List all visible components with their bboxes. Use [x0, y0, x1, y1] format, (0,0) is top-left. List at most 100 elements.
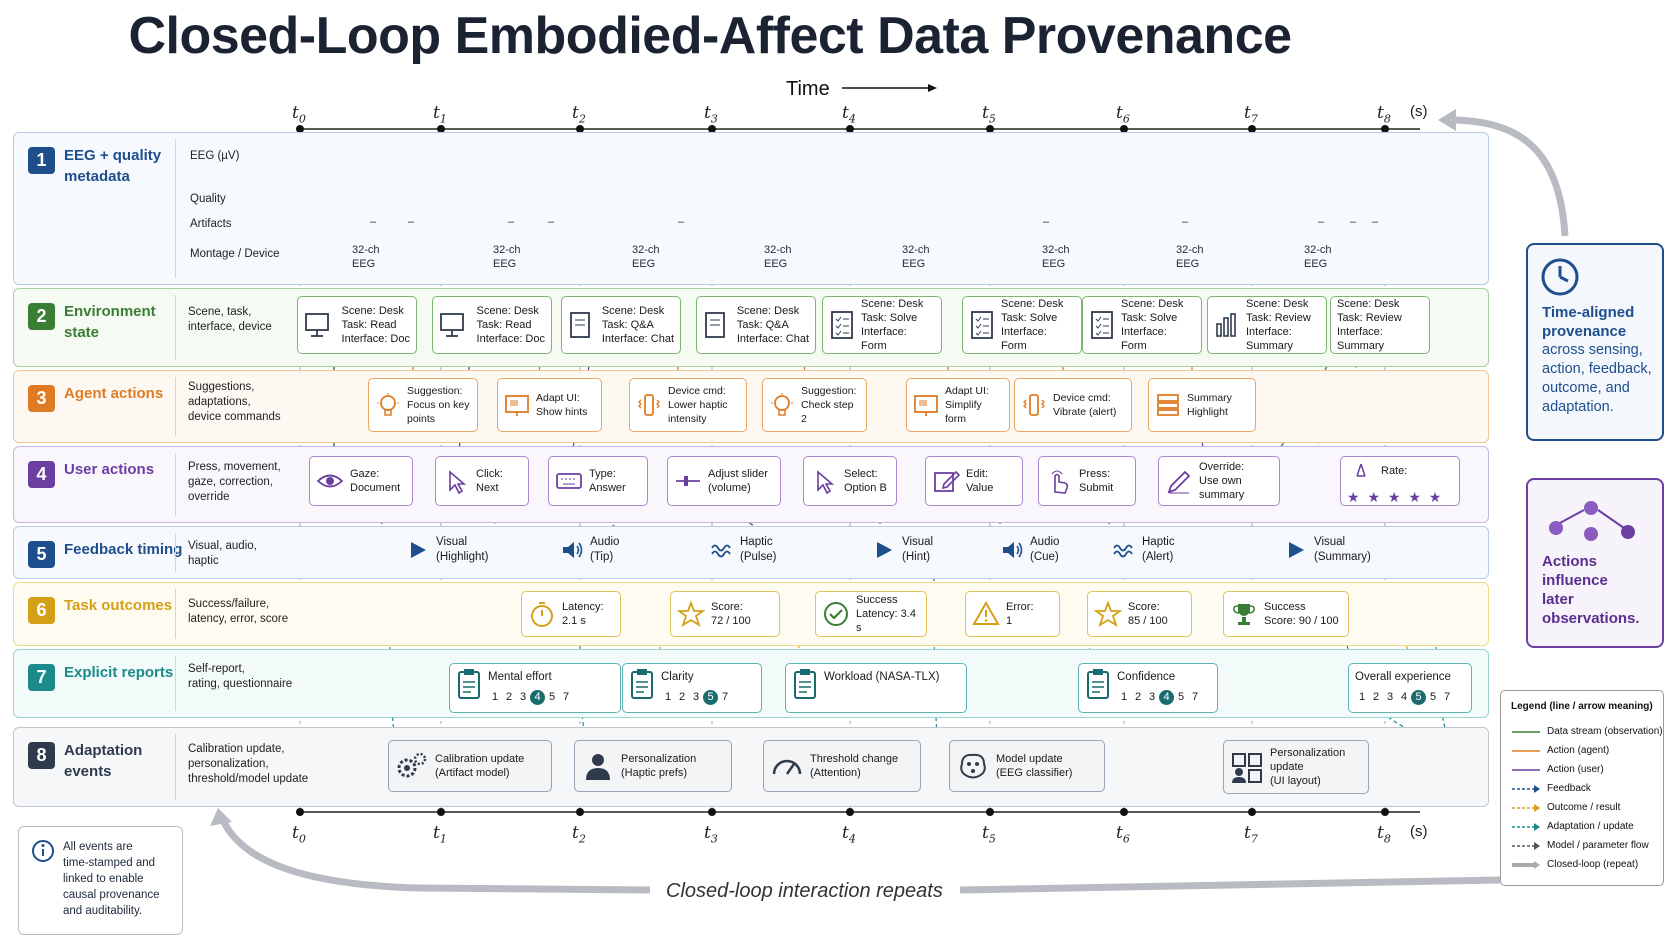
form-icon — [1091, 311, 1113, 339]
tick-top: t6 — [1116, 103, 1130, 125]
legend-swatch — [1512, 750, 1540, 752]
adaptation-card: Model update (EEG classifier) — [949, 740, 1105, 792]
vibrate-icon — [638, 394, 660, 416]
press-hand-icon — [1051, 470, 1069, 494]
legend-swatch — [1512, 861, 1540, 869]
time-arrow — [842, 84, 937, 92]
tick-top: t1 — [433, 103, 447, 125]
lane-badge: 4 — [28, 461, 55, 488]
tick-subscript: 4 — [848, 832, 856, 846]
lane-description: Press, movement, gaze, correction, overr… — [188, 461, 281, 503]
tick-letter: t — [842, 823, 849, 843]
tick-top: t3 — [704, 103, 718, 125]
tick-letter: t — [572, 823, 579, 843]
artifact-mark: – — [1350, 216, 1357, 228]
tick-bottom: t6 — [1116, 823, 1130, 845]
outcome-card: Success Score: 90 / 100 — [1223, 591, 1349, 637]
lane-badge: 7 — [28, 664, 55, 691]
rating-option: 5 — [1429, 691, 1437, 703]
environment-text: Scene: Desk Task: Q&A Interface: Chat — [736, 305, 809, 345]
agent-action-text: Summary Highlight — [1187, 392, 1232, 418]
outcome-card: Success Latency: 3.4 s — [815, 591, 927, 637]
tick-bottom: t3 — [704, 823, 718, 845]
tick-subscript: 6 — [1122, 832, 1130, 846]
rating-option: 4 — [530, 690, 545, 705]
axis-dot — [986, 125, 994, 133]
form-icon — [831, 311, 853, 339]
cursor-icon — [449, 470, 467, 494]
tick-bottom: t4 — [842, 823, 856, 845]
feedback-text: Visual (Summary) — [1314, 536, 1371, 563]
form-icon — [971, 311, 993, 339]
lightbulb-icon — [771, 393, 793, 416]
eeg-row-label: Montage / Device — [190, 248, 280, 260]
loop-arrow-top — [1449, 116, 1569, 237]
rating-option: 3 — [1386, 691, 1394, 703]
tick-letter: t — [572, 103, 579, 123]
agent-action-text: Suggestion: Focus on key points — [407, 385, 470, 425]
star-icon — [1094, 600, 1122, 628]
lane-divider — [175, 734, 176, 800]
outcome-card: Error: 1 — [965, 591, 1060, 637]
environment-text: Scene: Desk Task: Read Interface: Doc — [341, 305, 410, 345]
axis-dot — [1248, 808, 1256, 816]
report-label: Clarity — [661, 671, 694, 683]
agent-action-card: Suggestion: Check step 2 — [762, 378, 867, 432]
tick-letter: t — [433, 103, 440, 123]
artifact-mark: – — [548, 216, 555, 228]
tick-top: t2 — [572, 103, 586, 125]
environment-text: Scene: Desk Task: Solve Interface: Form — [1001, 298, 1064, 352]
tick-subscript: 2 — [578, 112, 586, 126]
rating-option: 4 — [1400, 691, 1408, 703]
environment-card: Scene: Desk Task: Review Interface: Summ… — [1207, 296, 1327, 354]
outcome-text: Success Score: 90 / 100 — [1264, 601, 1339, 627]
legend-title: Legend (line / arrow meaning) — [1511, 701, 1653, 712]
rating-option: 4 — [1159, 690, 1174, 705]
axis-dot — [846, 808, 854, 816]
device-label: 32-ch EEG — [1304, 244, 1332, 270]
tick-bottom: t8 — [1377, 823, 1391, 845]
report-label: Workload (NASA-TLX) — [824, 671, 940, 683]
screen-icon — [505, 395, 529, 416]
agent-action-text: Adapt UI: Show hints — [536, 392, 588, 418]
lane-badge: 6 — [28, 597, 55, 624]
user-action-card: Rate:★ ★ ★ ★ ★ — [1340, 456, 1460, 506]
stopwatch-icon — [531, 602, 553, 627]
play-icon — [877, 542, 892, 558]
user-action-card: Edit: Value — [925, 456, 1023, 506]
rating-option: 3 — [1148, 691, 1156, 703]
eeg-row-label: EEG (µV) — [190, 150, 240, 162]
feedback-text: Haptic (Pulse) — [740, 536, 777, 563]
device-label: 32-ch EEG — [1176, 244, 1204, 270]
axis-dot — [576, 125, 584, 133]
agent-action-text: Device cmd: Vibrate (alert) — [1053, 392, 1117, 418]
artifact-mark: – — [678, 216, 685, 228]
brain-icon — [960, 753, 986, 779]
loop-arrowhead-bottom — [210, 808, 232, 826]
lane-badge: 3 — [28, 385, 55, 412]
feedback-text: Audio (Cue) — [1030, 536, 1060, 563]
tick-top: t7 — [1244, 103, 1258, 125]
outcome-text: Score: 85 / 100 — [1128, 601, 1168, 627]
rating-option: 1 — [1358, 691, 1366, 703]
rating-option: 5 — [1411, 690, 1426, 705]
axis-dot — [437, 125, 445, 133]
lane-name: Explicit reports — [64, 664, 174, 681]
lane-badge: 2 — [28, 303, 55, 330]
adaptation-text: Model update (EEG classifier) — [996, 753, 1073, 779]
feedback-text: Visual (Highlight) — [436, 536, 489, 563]
agent-action-card: Device cmd: Lower haptic intensity — [629, 378, 747, 432]
rating-option: 1 — [491, 691, 499, 703]
device-label: 32-ch EEG — [1042, 244, 1070, 270]
adaptation-text: Calibration update (Artifact model) — [435, 753, 525, 779]
agent-action-card: Suggestion: Focus on key points — [368, 378, 478, 432]
tick-subscript: 1 — [439, 112, 447, 126]
lane-name: Task outcomes — [64, 597, 173, 614]
play-icon — [1289, 542, 1304, 558]
screen-icon — [914, 395, 938, 416]
note-text: All events are time-stamped and linked t… — [63, 841, 160, 917]
